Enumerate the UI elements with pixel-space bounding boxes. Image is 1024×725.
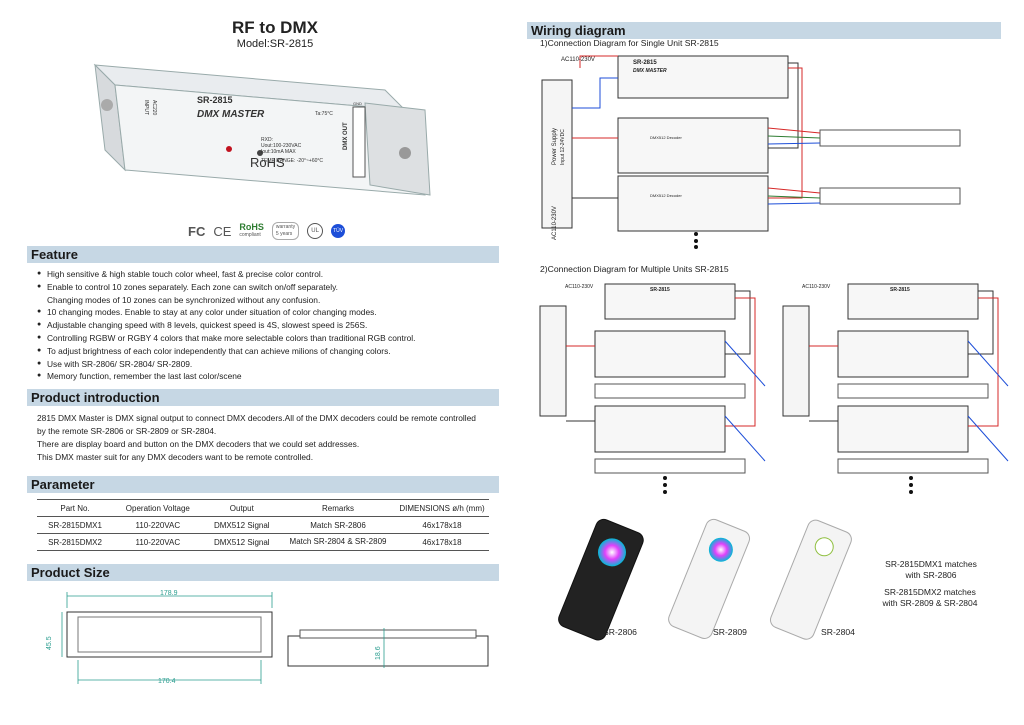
table-cell: 46x178x18 — [395, 533, 489, 551]
dimension-length-outer: 178.9 — [160, 590, 178, 597]
product-spec-temp: Ta:75°C — [315, 111, 333, 117]
list-item: Controlling RGBW or RGBY 4 colors that m… — [37, 332, 497, 345]
wiring-subtitle-1: 1)Connection Diagram for Single Unit SR-… — [540, 38, 719, 48]
ul-icon: UL — [307, 223, 324, 239]
size-drawing — [61, 592, 489, 684]
master-label-2: SR-2815 — [650, 287, 670, 293]
ac-label-1b: AC110-230V — [552, 206, 558, 240]
parameter-heading: Parameter — [27, 476, 499, 493]
match-note-2: SR-2815DMX2 matches with SR-2809 & SR-28… — [882, 587, 978, 608]
wiring-diagram-multi-left — [539, 283, 766, 494]
dimension-length-inner: 170.4 — [158, 678, 176, 685]
intro-line: by the remote SR-2806 or SR-2809 or SR-2… — [37, 426, 217, 436]
column-header: Part No. — [37, 499, 114, 517]
master-label-3: SR-2815 — [890, 287, 910, 293]
product-name: DMX MASTER — [197, 109, 265, 120]
product-temp-range: TEMP RANGE: -20°~+60°C — [261, 158, 323, 164]
wiring-subtitle-2: 2)Connection Diagram for Multiple Units … — [540, 264, 729, 274]
dimension-height: 18.6 — [375, 646, 382, 660]
table-cell: Match SR-2806 — [281, 516, 395, 534]
ps-label-1: Power Supply — [552, 127, 558, 165]
intro-line: This DMX master suit for any DMX decoder… — [37, 452, 314, 462]
column-header: Operation Voltage — [113, 499, 203, 517]
table-cell: SR-2815DMX2 — [37, 533, 114, 551]
rohs-icon: RoHS compliant — [239, 222, 264, 239]
warranty-icon: warranty 5 years — [271, 222, 300, 240]
ac-label-1: AC110-230V — [561, 57, 595, 63]
product-input: INPUT — [143, 100, 149, 115]
list-item: Adjustable changing speed with 8 levels,… — [37, 319, 497, 332]
product-brand: SR-2815 — [197, 95, 233, 105]
product-dmx-out: DMX OUT — [343, 122, 349, 150]
table-row: SR-2815DMX1 110-220VAC DMX512 Signal Mat… — [37, 516, 489, 534]
column-header: DIMENSIONS ø/h (mm) — [395, 499, 489, 517]
ac-label-2: AC110-230V — [565, 284, 594, 290]
dimension-width: 45.5 — [46, 636, 53, 650]
feature-heading: Feature — [27, 246, 499, 263]
wiring-diagram-multi-right — [782, 283, 1009, 494]
product-rohs: RoHS — [250, 155, 285, 170]
column-header: Remarks — [281, 499, 395, 517]
table-header-row: Part No. Operation Voltage Output Remark… — [37, 499, 489, 517]
wiring-heading: Wiring diagram — [527, 22, 1001, 39]
table-cell: 110-220VAC — [113, 533, 203, 551]
list-item: Changing modes of 10 zones can be synchr… — [47, 294, 321, 305]
certification-logos: FC CE RoHS compliant warranty 5 years UL… — [188, 222, 346, 240]
master-sub-1: DMX MASTER — [633, 68, 667, 74]
product-spec-1: RXD: — [261, 137, 273, 143]
feature-list: High sensitive & high stable touch color… — [37, 268, 497, 383]
list-item: Use with SR-2806/ SR-2804/ SR-2809. — [37, 358, 497, 371]
list-item: High sensitive & high stable touch color… — [37, 268, 497, 281]
model-number: Model:SR-2815 — [236, 38, 314, 50]
parameter-table: Part No. Operation Voltage Output Remark… — [37, 499, 489, 551]
product-spec-2: Uout:100-230VAC — [261, 143, 302, 149]
page-title: RF to DMX — [232, 18, 318, 37]
remote-label-sr2804: SR-2804 — [821, 627, 855, 637]
product-gnd: GND — [353, 101, 362, 106]
intro-line: There are display board and button on th… — [37, 439, 360, 449]
list-item: To adjust brightness of each color indep… — [37, 345, 497, 358]
match-note-1: SR-2815DMX1 matches with SR-2806 — [885, 559, 977, 580]
list-item: Memory function, remember the last last … — [37, 370, 497, 383]
table-cell: DMX512 Signal — [202, 533, 281, 551]
size-heading: Product Size — [27, 564, 499, 581]
table-cell: SR-2815DMX1 — [37, 516, 114, 534]
table-row: SR-2815DMX2 110-220VAC DMX512 Signal Mat… — [37, 533, 489, 551]
table-cell: 110-220VAC — [113, 516, 203, 534]
table-cell: Match SR-2804 & SR-2809 — [281, 533, 395, 551]
product-image: Ta:75°C SR-2815 DMX MASTER RoHS RXD: Uou… — [93, 63, 431, 196]
column-header: Output — [202, 499, 281, 517]
intro-heading: Product introduction — [27, 389, 499, 406]
list-item: 10 changing modes. Enable to stay at any… — [37, 306, 497, 319]
ac-label-3: AC110-230V — [802, 284, 831, 290]
wiring-diagram-single — [541, 55, 961, 249]
table-cell: DMX512 Signal — [202, 516, 281, 534]
decoder-label-1: DMX512 Decoder — [650, 135, 682, 140]
product-input-voltage: AC220 — [151, 100, 157, 116]
intro-line: 2815 DMX Master is DMX signal output to … — [37, 413, 476, 423]
fc-icon: FC — [188, 223, 206, 239]
list-item: Enable to control 10 zones separately. E… — [37, 281, 497, 294]
decoder-label-2: DMX512 Decoder — [650, 193, 682, 198]
product-spec-3: Iout:10mA MAX — [261, 149, 296, 155]
ps-sub-1: Input 12-24VDC — [560, 129, 566, 165]
intro-text: 2815 DMX Master is DMX signal output to … — [37, 412, 497, 464]
ce-icon: CE — [213, 223, 232, 239]
master-label-1: SR-2815 — [633, 60, 657, 66]
tuv-icon: TÜV — [331, 224, 346, 238]
table-cell: 46x178x18 — [395, 516, 489, 534]
remote-images — [558, 518, 852, 641]
remote-label-sr2809: SR-2809 — [713, 627, 747, 637]
remote-label-sr2806: SR-2806 — [603, 627, 637, 637]
